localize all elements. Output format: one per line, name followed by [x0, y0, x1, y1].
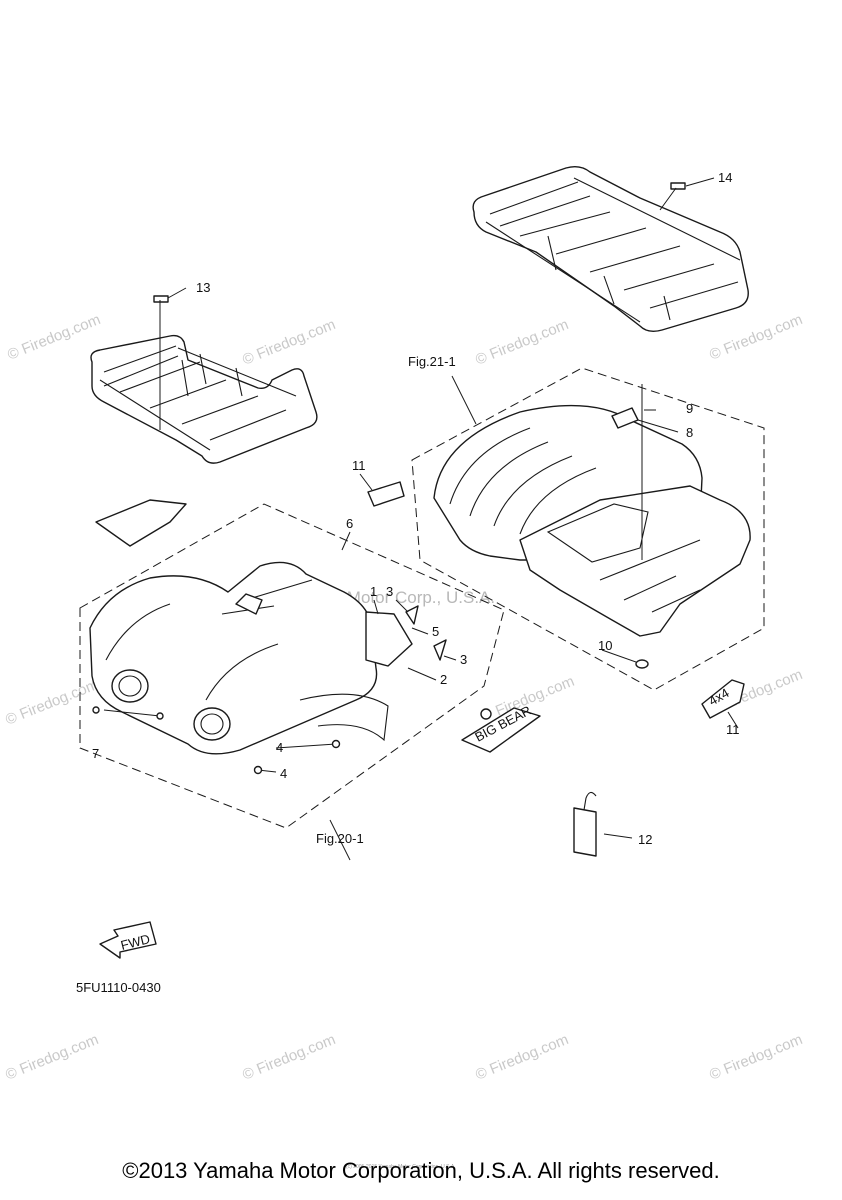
watermark: © Firedog.com	[707, 1031, 805, 1084]
callout-14: 14	[718, 170, 732, 185]
front-fender-region	[79, 503, 505, 829]
callout-2: 2	[440, 672, 447, 687]
watermark: © Firedog.com	[473, 316, 571, 369]
callout-3b: 3	[460, 652, 467, 667]
bolt	[433, 639, 447, 661]
tiny-watermark: (c) 2005-2015 Yamaha Motor Corporation, …	[346, 1164, 456, 1170]
watermark: © Firedog.com	[473, 1031, 571, 1084]
headlight-right	[193, 707, 231, 741]
bracket	[367, 481, 405, 507]
rear-fender	[433, 404, 751, 669]
decal-mat	[95, 499, 187, 547]
clip	[156, 712, 164, 720]
callout-10: 10	[598, 638, 612, 653]
callout-5: 5	[432, 624, 439, 639]
callout-11: 11	[352, 458, 366, 473]
callout-8: 8	[686, 425, 693, 440]
fig-ref-20: Fig.20-1	[316, 831, 364, 846]
bolt	[405, 605, 419, 625]
grommet	[635, 659, 649, 669]
fender-lamp	[235, 593, 263, 615]
callout-labels: 13 14 Fig.21-1 9 8 11 6 1 3 5 3 2 10 7 4…	[76, 170, 740, 1170]
front-fender	[89, 561, 492, 755]
clip	[92, 706, 100, 714]
copyright-footer: ©2013 Yamaha Motor Corporation, U.S.A. A…	[122, 1158, 720, 1183]
callout-11b: 11	[726, 722, 740, 737]
watermark: © Firedog.com	[240, 1031, 338, 1084]
rack-label	[670, 182, 686, 190]
watermark: © Firedog.com	[5, 311, 103, 364]
leader-lines	[103, 177, 739, 861]
tag	[573, 791, 597, 857]
screw	[253, 765, 263, 775]
callout-3: 3	[386, 584, 393, 599]
front-carrier-rack	[90, 295, 318, 464]
callout-12: 12	[638, 832, 652, 847]
callout-13: 13	[196, 280, 210, 295]
callout-9: 9	[686, 401, 693, 416]
fig-ref-21: Fig.21-1	[408, 354, 456, 369]
rack-label	[153, 295, 169, 303]
part-code: 5FU1110-0430	[76, 980, 161, 995]
watermark: © Firedog.com	[3, 676, 101, 729]
headlight-left	[111, 669, 149, 703]
watermark: © Firedog.com	[240, 316, 338, 369]
callout-6: 6	[346, 516, 353, 531]
watermark: © Firedog.com	[3, 1031, 101, 1084]
fwd-label: FWD	[119, 931, 151, 953]
watermark: © Firedog.com	[707, 311, 805, 364]
callout-4b: 4	[280, 766, 287, 781]
grommet	[480, 708, 492, 720]
callout-1: 1	[370, 584, 377, 599]
callout-7: 7	[92, 746, 99, 761]
screw	[331, 739, 341, 749]
four-by-four-decal: 4x4	[701, 679, 745, 719]
fwd-arrow-icon: FWD	[99, 921, 157, 959]
callout-4: 4	[276, 740, 283, 755]
bracket-plate	[365, 611, 413, 667]
rear-carrier-rack	[472, 165, 749, 333]
